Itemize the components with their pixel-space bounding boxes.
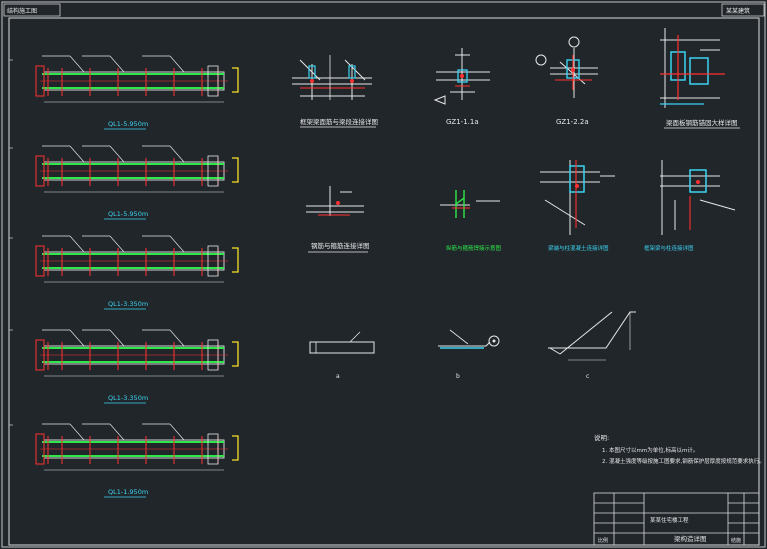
beam-caption: QL1-1.950m	[108, 488, 148, 496]
inner-frame	[8, 17, 760, 546]
notes-block: 说明: 1. 本图尺寸以mm为单位,标高以m计。 2. 混凝土强度等级按施工图要…	[594, 433, 765, 465]
detail-anchor-caption: 框架梁面筋与梁段连接详图	[300, 117, 378, 126]
detail-gz1-caption: GZ1-1.1a	[446, 118, 479, 126]
notes-line2: 2. 混凝土强度等级按施工图要求,钢筋保护层厚度按规范要求执行。	[602, 457, 765, 465]
corner-label-box-right	[721, 3, 765, 17]
corner-label-box-left	[3, 3, 61, 17]
beam-elevation	[35, 55, 239, 103]
beam-elevation	[35, 235, 239, 283]
detail-corner-caption: 梁面板钢筋锚固大样详图	[666, 118, 738, 127]
detail-cyan-beam: 梁端与柱混凝土连接详图	[540, 160, 615, 252]
title-block-sheet: 结施	[731, 537, 741, 544]
detail-cyan-note1: 梁端与柱混凝土连接详图	[548, 244, 609, 252]
detail-cyan-frame: 框架梁与柱连接详图	[644, 160, 736, 252]
detail-anchor: 框架梁面筋与梁段连接详图	[292, 55, 378, 128]
beam-caption: QL1-5.950m	[108, 210, 148, 218]
beam-elevation	[35, 145, 239, 193]
beam-elevation	[35, 423, 239, 471]
bar-shape-a: a	[309, 331, 375, 380]
beam-caption: QL1-3.350m	[108, 300, 148, 308]
detail-green-note: 纵筋与箍筋焊接示意图	[446, 244, 502, 252]
detail-green-weld: 纵筋与箍筋焊接示意图	[440, 190, 502, 252]
bar-shape-b: b	[438, 329, 500, 380]
detail-rebar-lap-caption: 钢筋与箍筋连接详图	[311, 241, 370, 250]
beam-caption: QL1-5.950m	[108, 120, 148, 128]
beam-elevation	[35, 329, 239, 377]
detail-rebar-lap: 钢筋与箍筋连接详图	[306, 186, 370, 253]
detail-corner: 梁面板钢筋锚固大样详图	[660, 28, 740, 129]
bar-shape-b-label: b	[456, 373, 460, 380]
margin-ticks	[9, 59, 13, 426]
notes-title: 说明:	[594, 433, 609, 442]
corner-label-right: 某某建筑	[726, 7, 750, 15]
title-block-project: 某某住宅楼工程	[650, 516, 689, 524]
bar-shape-a-label: a	[336, 373, 340, 380]
title-block-drawing-title: 梁构造详图	[674, 534, 707, 543]
bar-shape-c-label: c	[586, 373, 589, 380]
detail-gz1: GZ1-1.1a	[433, 48, 490, 126]
beam-elevations: QL1-5.950mQL1-5.950mQL1-3.350mQL1-3.350m…	[35, 55, 239, 498]
detail-gz2: GZ1-2.2a	[535, 36, 598, 126]
title-block	[593, 492, 760, 546]
bar-shape-c: c	[548, 311, 636, 380]
detail-cyan-note2: 框架梁与柱连接详图	[644, 244, 694, 252]
title-block-scale: 比例	[598, 537, 608, 544]
corner-label-left: 结构施工图	[7, 7, 37, 15]
detail-gz2-caption: GZ1-2.2a	[556, 118, 589, 126]
beam-caption: QL1-3.350m	[108, 394, 148, 402]
notes-line1: 1. 本图尺寸以mm为单位,标高以m计。	[602, 446, 698, 454]
